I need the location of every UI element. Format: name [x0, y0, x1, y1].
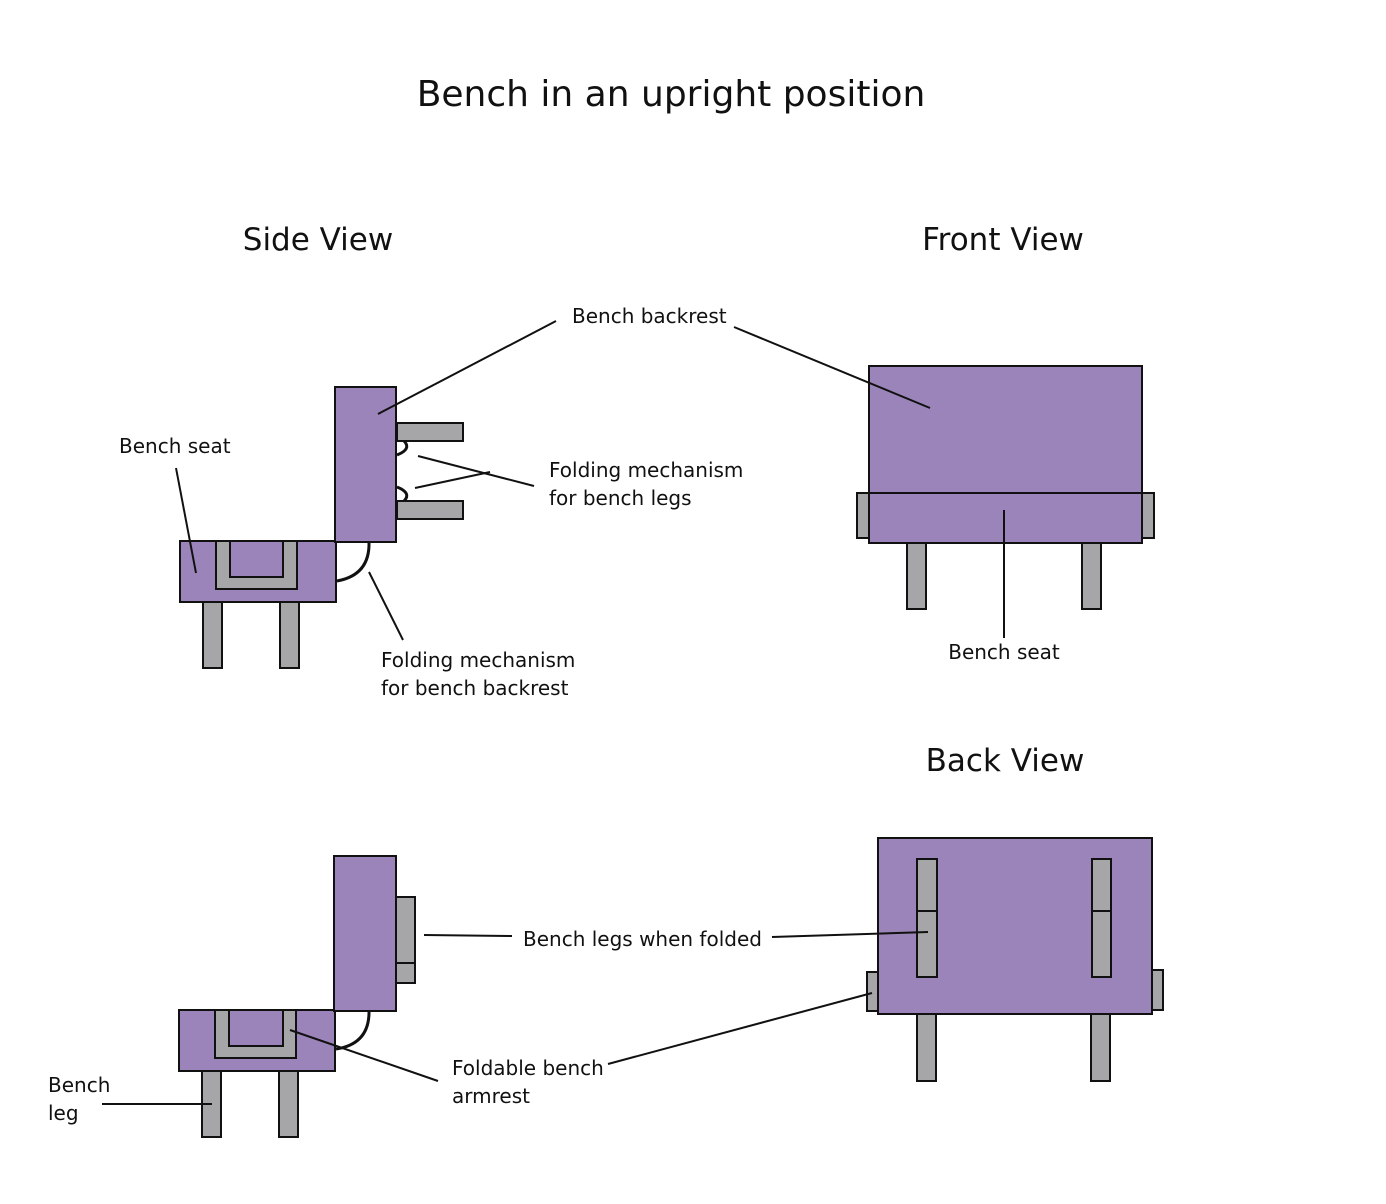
- front-leg-left: [906, 541, 927, 610]
- front-bench-backrest: [868, 365, 1143, 494]
- diagram-title: Bench in an upright position: [417, 74, 926, 115]
- back-view: [866, 837, 1164, 1082]
- front-view-heading: Front View: [922, 222, 1084, 258]
- side-bench-backrest: [334, 386, 397, 543]
- back-stored-leg-right-top: [1091, 858, 1112, 912]
- side-leg-front: [202, 599, 223, 669]
- side-armrest: [215, 540, 298, 590]
- folded-armrest: [214, 1009, 297, 1059]
- label-bench-seat-side: Bench seat: [119, 434, 231, 458]
- folded-bench-seat: [178, 1009, 336, 1072]
- side-leg-mount-bottom: [396, 500, 464, 520]
- label-folding-backrest-1: Folding mechanism: [381, 648, 575, 672]
- back-leg-left: [916, 1012, 937, 1082]
- side-leg-mount-top: [396, 422, 464, 442]
- leader-seat-side: [175, 467, 197, 574]
- leg-hinge-bottom: [396, 485, 409, 503]
- front-leg-right: [1081, 541, 1102, 610]
- side-view-upright: [179, 386, 464, 669]
- leader-leg-hinge-bottom: [414, 471, 491, 489]
- side-bench-seat: [179, 540, 337, 603]
- front-armrest-left: [856, 492, 870, 539]
- label-bench-leg-1: Bench: [48, 1073, 110, 1097]
- front-view: [856, 365, 1155, 610]
- label-armrest-2: armrest: [452, 1084, 530, 1108]
- leader-armrest-side: [289, 1029, 439, 1082]
- folded-leg-stub: [395, 962, 416, 984]
- leader-armrest-back: [607, 992, 873, 1065]
- label-folding-legs-1: Folding mechanism: [549, 458, 743, 482]
- backrest-hinge: [336, 541, 371, 583]
- label-folding-legs-2: for bench legs: [549, 486, 692, 510]
- leader-backrest-side: [377, 320, 557, 415]
- label-bench-seat-front: Bench seat: [948, 640, 1060, 664]
- side-view-heading: Side View: [243, 222, 393, 258]
- label-folding-backrest-2: for bench backrest: [381, 676, 569, 700]
- back-stored-leg-right-bottom: [1091, 910, 1112, 978]
- back-stored-leg-left-top: [916, 858, 938, 912]
- label-bench-backrest: Bench backrest: [572, 304, 727, 328]
- back-stored-leg-left-bottom: [916, 910, 938, 978]
- leader-backrest-hinge: [368, 571, 404, 641]
- leader-legs-folded-back: [771, 931, 929, 938]
- label-armrest-1: Foldable bench: [452, 1056, 604, 1080]
- leader-legs-folded-side: [423, 934, 513, 937]
- folded-bench-backrest: [333, 855, 397, 1012]
- label-bench-leg-2: leg: [48, 1101, 79, 1125]
- front-armrest-right: [1141, 492, 1155, 539]
- side-leg-back: [279, 599, 300, 669]
- leader-leg-hinge-top: [417, 455, 535, 487]
- back-view-heading: Back View: [926, 743, 1085, 779]
- side-view-folded: [178, 855, 416, 1138]
- folded-leg-back: [278, 1068, 299, 1138]
- label-legs-folded: Bench legs when folded: [523, 927, 762, 951]
- front-bench-seat: [868, 492, 1143, 544]
- leg-hinge-top: [396, 439, 409, 457]
- back-leg-right: [1090, 1012, 1111, 1082]
- leader-lines: [102, 320, 1005, 1105]
- leader-backrest-front: [733, 326, 931, 409]
- folded-backrest-hinge: [335, 1009, 371, 1051]
- folded-leg-stored: [395, 896, 416, 964]
